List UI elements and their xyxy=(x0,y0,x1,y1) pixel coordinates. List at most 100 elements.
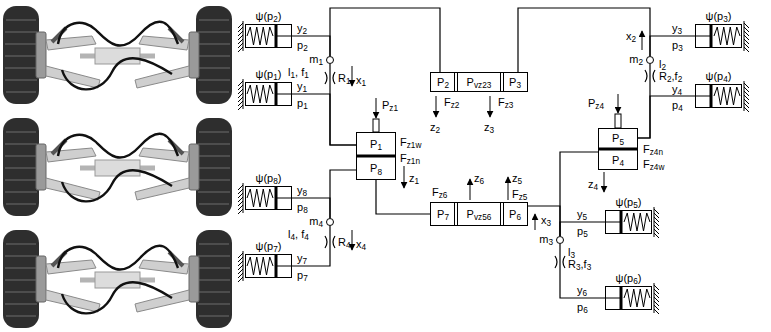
callout-label: Fz1w xyxy=(400,136,421,150)
subscript: 6 xyxy=(583,289,588,298)
node-outline xyxy=(245,254,292,278)
text-run: , xyxy=(672,70,675,82)
subscript: 3 xyxy=(587,263,592,272)
text-run: R xyxy=(659,70,667,82)
subscript: 3 xyxy=(723,15,728,24)
subscript: 6 xyxy=(633,277,638,286)
callout-label: Fz6 xyxy=(432,186,447,200)
text-run: p xyxy=(627,196,633,208)
text-run: l xyxy=(568,246,570,258)
suspension-photo xyxy=(3,6,232,104)
callout-label: z5 xyxy=(512,172,522,186)
accumulator-body xyxy=(606,287,652,310)
subscript: 8 xyxy=(303,189,308,198)
callout-label: y4 xyxy=(672,83,682,97)
accumulator: ψ(p2) xyxy=(245,24,292,48)
callout-label: Fz2 xyxy=(444,96,459,110)
motion-arrows xyxy=(352,31,642,250)
text-run: y xyxy=(672,83,678,95)
motion-arrow xyxy=(352,66,353,86)
text-run: l xyxy=(659,58,661,70)
subscript: 4 xyxy=(362,243,367,252)
subscript: 1 xyxy=(304,71,309,80)
text-run: z xyxy=(474,172,480,184)
spring-symbol xyxy=(714,87,740,105)
text-run: ) xyxy=(728,10,732,22)
callout-label: z4 xyxy=(588,178,598,192)
text-run: ) xyxy=(638,196,642,208)
text-run: P xyxy=(509,208,516,220)
piston-rod xyxy=(276,36,292,37)
spring-symbol xyxy=(624,289,650,307)
callout-label: p8 xyxy=(297,201,308,215)
wall-hatch xyxy=(238,251,243,282)
text-run: P xyxy=(370,138,377,150)
callout-label: R3,f3 xyxy=(568,258,591,272)
piston-rod xyxy=(373,119,379,132)
subscript: 7 xyxy=(303,257,308,266)
text-run: P xyxy=(612,132,619,144)
text-run: F xyxy=(432,186,439,198)
accumulator-body xyxy=(246,25,292,48)
subscript: 2 xyxy=(667,75,672,84)
restrictor-symbol xyxy=(325,70,655,268)
text-run: f xyxy=(675,70,678,82)
wall-hatch xyxy=(654,283,659,314)
callout-label: x4 xyxy=(356,238,366,252)
node-outline xyxy=(646,56,654,64)
text-run: m xyxy=(309,215,318,227)
subscript: 8 xyxy=(303,206,308,215)
callout-label: R2,f2 xyxy=(659,70,682,84)
text-run: p xyxy=(267,68,273,80)
callout-label: z3 xyxy=(484,121,494,135)
accumulator-body xyxy=(696,85,742,108)
text-run: ψ( xyxy=(706,70,718,82)
junction-label: m1 xyxy=(309,53,323,67)
subscript: z4n xyxy=(650,148,663,157)
actuator-cylinder: P5P4 xyxy=(598,128,638,170)
text-run: P xyxy=(382,99,389,111)
text-run: f xyxy=(301,228,304,240)
callout-label: Pz1 xyxy=(382,99,398,113)
hydraulic-line xyxy=(560,152,598,236)
text-run: P xyxy=(509,76,516,88)
subscript: 3 xyxy=(678,27,683,36)
text-run: ψ( xyxy=(256,10,268,22)
subscript: 2 xyxy=(436,126,441,135)
wall-hatch xyxy=(744,21,749,52)
junction-node: m2 xyxy=(646,56,654,64)
spring-symbol xyxy=(247,27,273,45)
subscript: 4 xyxy=(594,183,599,192)
subscript: 2 xyxy=(632,35,637,44)
piston-rod xyxy=(276,94,292,95)
text-run: ) xyxy=(278,172,282,184)
text-run: ψ( xyxy=(706,10,718,22)
subscript: 5 xyxy=(633,201,638,210)
callout-label: x2 xyxy=(626,30,636,44)
subscript: 8 xyxy=(377,168,382,177)
text-run: ) xyxy=(638,272,642,284)
text-run: y xyxy=(577,208,583,220)
piston-rod xyxy=(695,96,711,97)
node-outline xyxy=(556,236,564,244)
text-run: F xyxy=(444,96,451,108)
piston-rod xyxy=(276,266,292,267)
subscript: 6 xyxy=(583,306,588,315)
text-run: P xyxy=(370,162,377,174)
subscript: 1 xyxy=(318,58,323,67)
subscript: z1 xyxy=(389,104,398,113)
subscript: 3 xyxy=(548,238,553,247)
chamber-label: P6 xyxy=(509,208,521,222)
wall-hatch xyxy=(238,79,243,110)
callout-label: z2 xyxy=(430,121,440,135)
subscript: z1n xyxy=(407,157,420,166)
text-run: , xyxy=(581,258,584,270)
text-run: z xyxy=(512,172,518,184)
callout-label: Fz4w xyxy=(643,158,664,172)
text-run: R xyxy=(338,236,346,248)
text-run: m xyxy=(539,233,548,245)
accumulator: ψ(p6) xyxy=(605,286,652,310)
accumulator-label: ψ(p7) xyxy=(256,240,282,254)
text-run: F xyxy=(400,136,407,148)
suspension-photo xyxy=(3,118,232,216)
